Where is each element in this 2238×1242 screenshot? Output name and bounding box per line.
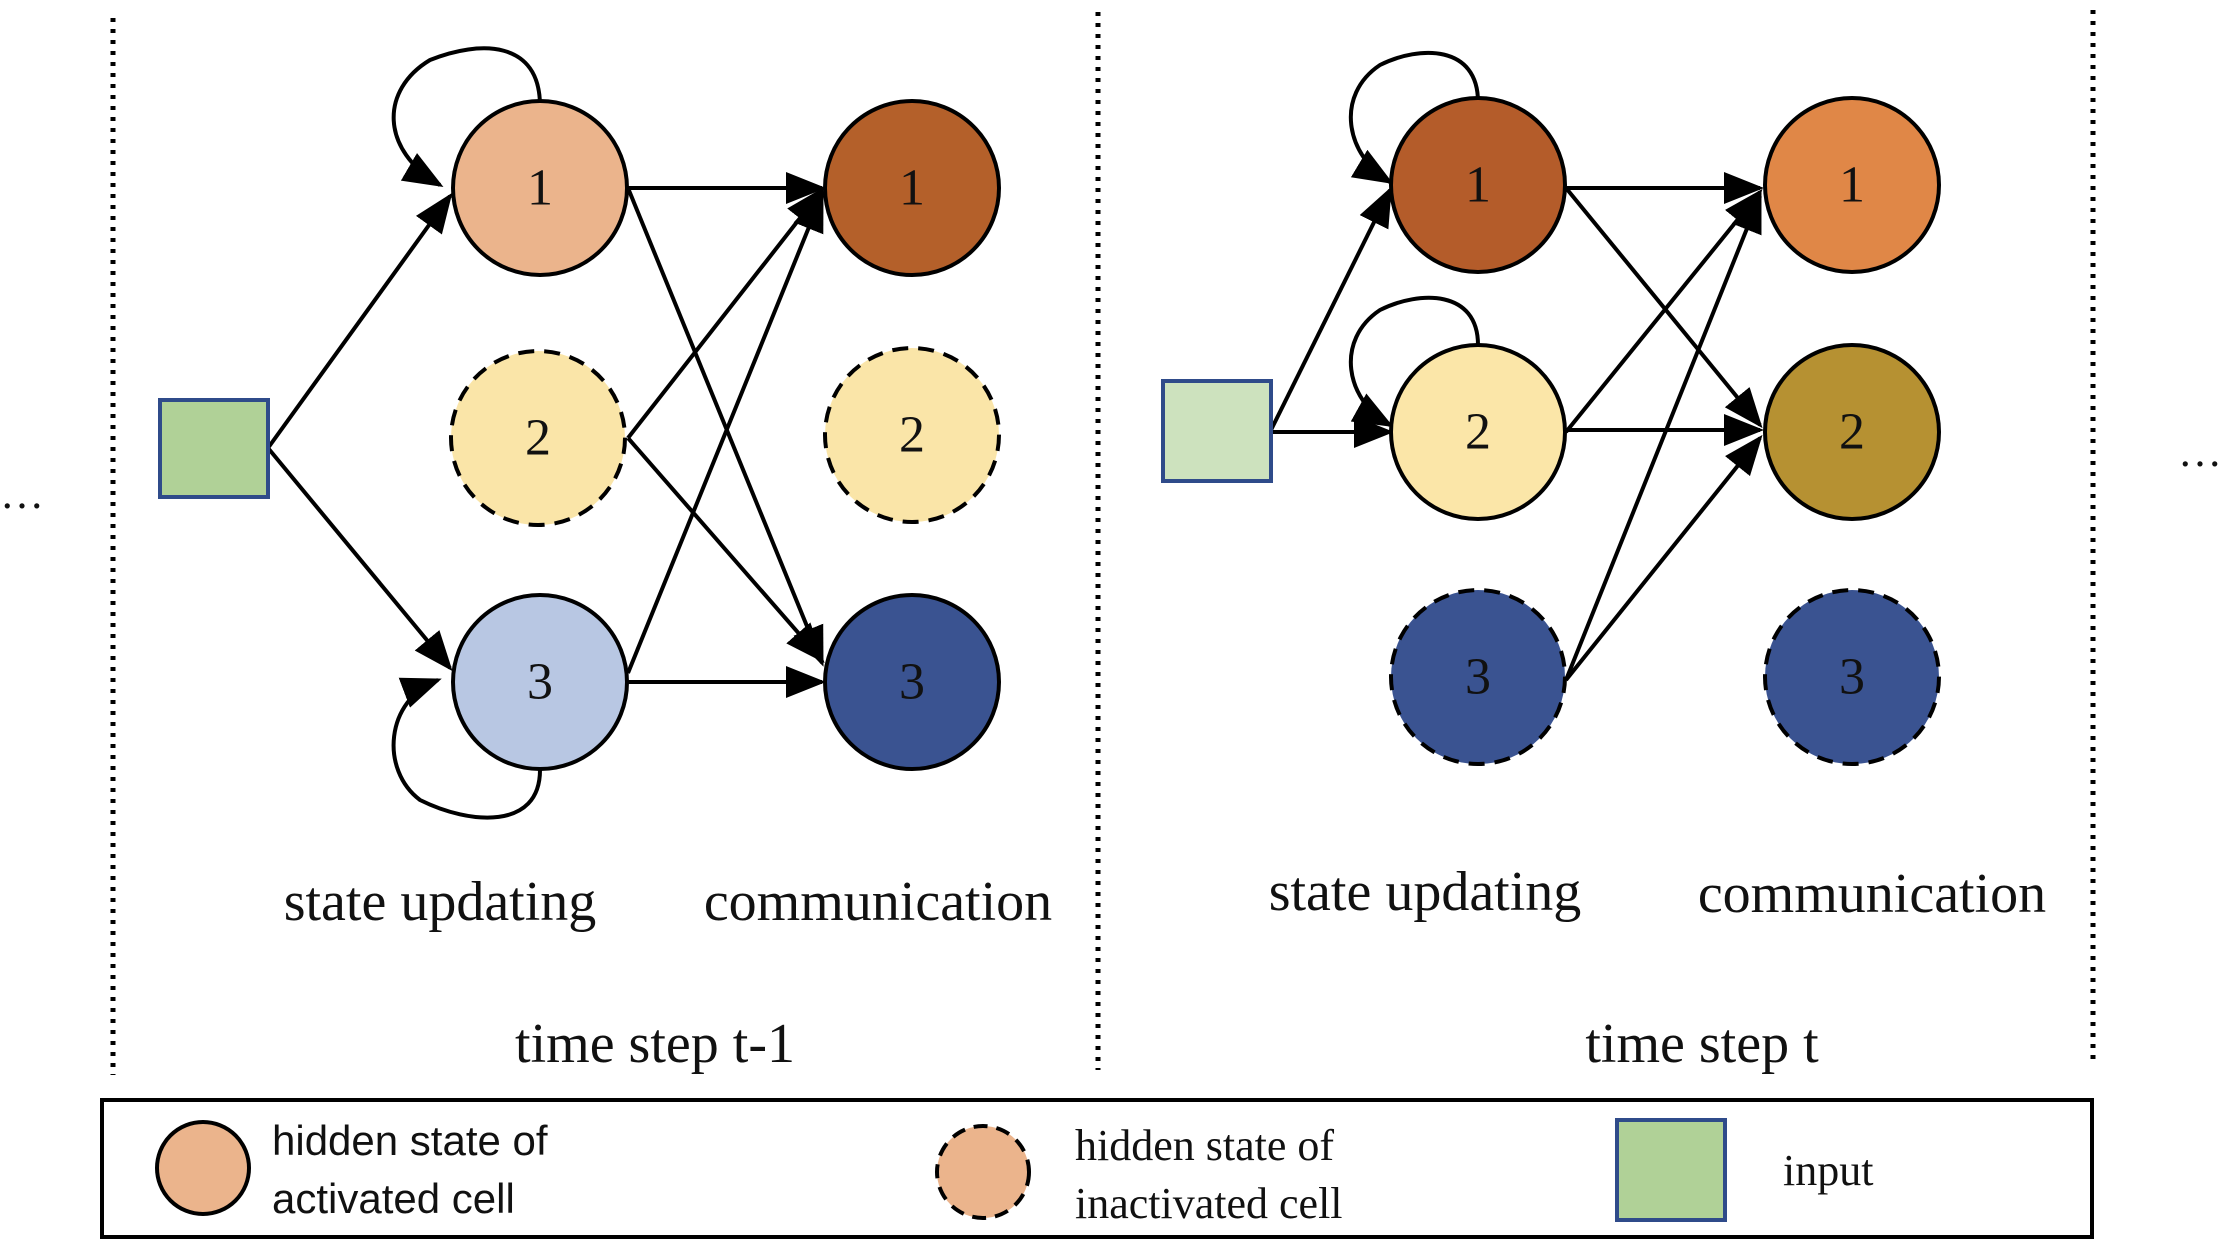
legend-inactive-swatch [935,1124,1031,1220]
state-node-3-label: 3 [1465,649,1491,706]
legend-input-label: input [1783,1146,1873,1195]
edge-input-to-state1 [1268,186,1392,433]
state-node-3 [451,593,629,771]
edge-input-to-state1 [266,192,453,450]
left-ellipsis: … [0,469,44,518]
communication-label: communication [1698,863,2046,925]
state-node-2-label: 2 [1465,404,1491,461]
self-loop-state2 [1348,295,1480,427]
legend-box [100,1098,2094,1239]
edge-state2-to-comm1 [1564,188,1763,434]
communication-label: communication [704,871,1052,933]
edge-state1-to-comm3 [626,187,824,667]
comm-node-2-label: 2 [899,407,925,464]
comm-node-3-label: 3 [899,654,925,711]
state-node-1 [451,99,629,277]
self-loop-state1 [1348,50,1480,185]
legend: hidden state of activated cell hidden st… [100,1098,2094,1239]
comm-node-2 [1763,343,1941,521]
time-step-caption: time step t-1 [515,1013,795,1075]
input-node [158,398,270,499]
state-node-2 [1389,343,1567,521]
edge-input-to-state3 [266,446,453,672]
panel2-edges [1268,50,1764,682]
comm-node-3 [823,593,1001,771]
self-loop-state1 [391,46,542,188]
state-node-2 [449,349,627,527]
time-step-caption: time step t [1585,1013,1819,1075]
comm-node-2 [823,346,1001,524]
right-ellipsis: … [2178,427,2222,476]
state-node-1 [1389,96,1567,274]
edge-state2-to-comm1 [626,186,825,440]
edge-state3-to-comm1 [1564,192,1762,681]
comm-node-1-label: 1 [899,160,925,217]
legend-input-swatch [1615,1118,1727,1222]
legend-active-swatch [155,1120,251,1216]
state-node-1-label: 1 [527,160,553,217]
comm-node-1 [823,99,1001,277]
state-updating-label: state updating [1269,861,1582,923]
legend-active-label-line1: hidden state of [272,1117,548,1164]
edge-state3-to-comm1 [626,191,824,674]
edge-state3-to-comm2 [1564,434,1763,682]
comm-node-1 [1763,96,1941,274]
edge-state1-to-comm2 [1564,186,1763,429]
panel-time-step-t-minus-1: 1 2 3 1 2 3 state updating communication… [158,46,1052,1075]
state-node-3 [1389,588,1567,766]
state-node-1-label: 1 [1465,157,1491,214]
self-loop-state3 [391,677,542,820]
input-node [1161,379,1273,483]
comm-node-3 [1763,588,1941,766]
edge-state2-to-comm3 [626,436,825,664]
panel1-edges [266,46,826,820]
state-node-3-label: 3 [527,654,553,711]
comm-node-1-label: 1 [1839,157,1865,214]
legend-inactive-label-line2: inactivated cell [1075,1179,1343,1228]
panel-time-step-t: 1 2 3 1 2 3 state updating communication… [1161,50,2046,1075]
comm-node-2-label: 2 [1839,404,1865,461]
state-updating-label: state updating [284,871,597,933]
legend-inactive-label-line1: hidden state of [1075,1121,1334,1170]
legend-active-label-line2: activated cell [272,1175,515,1222]
comm-node-3-label: 3 [1839,649,1865,706]
state-node-2-label: 2 [525,410,551,467]
